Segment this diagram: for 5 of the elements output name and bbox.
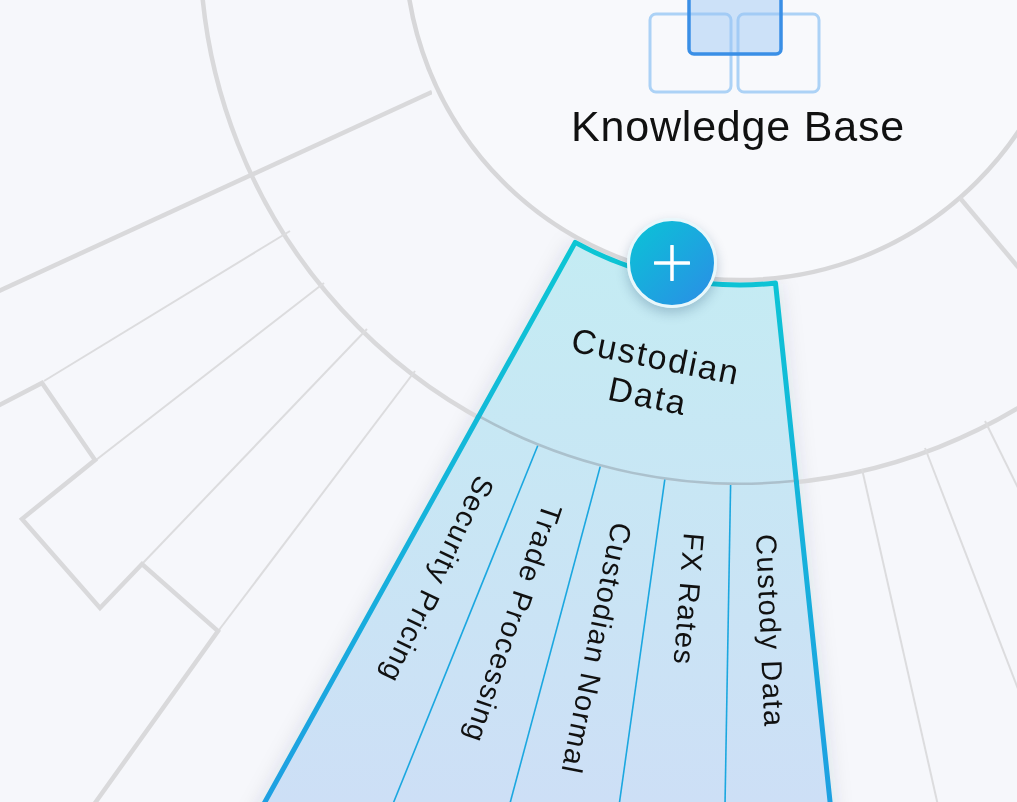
segment-label: Custodian Data — [567, 319, 745, 425]
segment-label: FX Rates — [666, 531, 711, 667]
hub-label: Knowledge Base — [571, 101, 905, 152]
segment-label: Custody Data — [748, 533, 792, 729]
ring-segment — [722, 479, 834, 802]
